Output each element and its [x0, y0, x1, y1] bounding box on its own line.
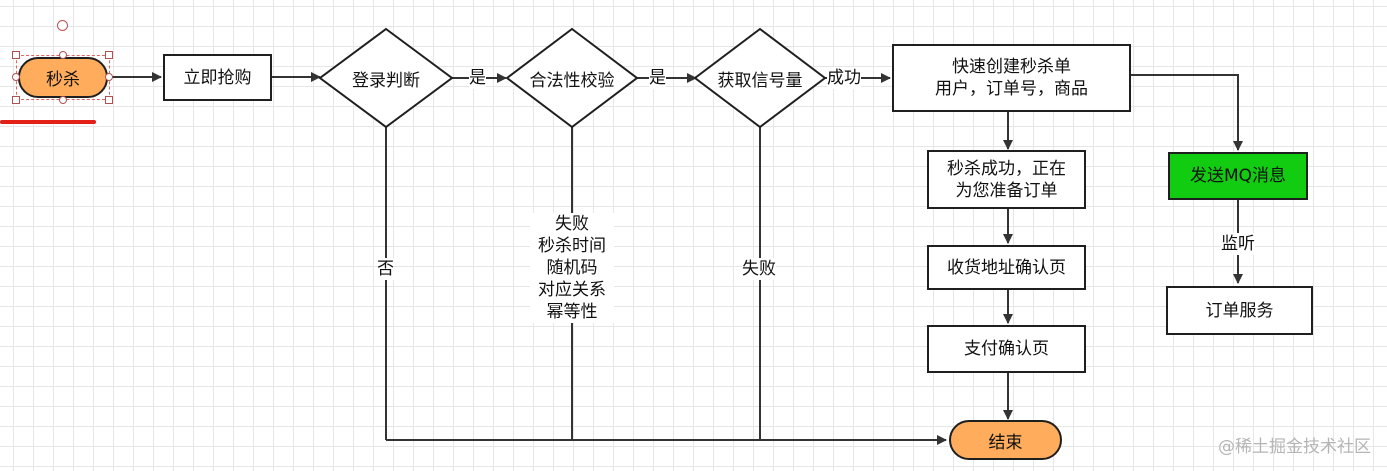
edge-label-validity-fail: 失败 秒杀时间 随机码 对应关系 幂等性: [530, 213, 614, 323]
edge-label-validity-yes: 是: [649, 67, 666, 89]
edge-create-to-mq: [1131, 74, 1243, 151]
rotate-handle[interactable]: [57, 20, 68, 31]
selection-underline: [0, 120, 96, 124]
edge-label-login-no: 否: [377, 258, 394, 280]
decision-login-shape: [318, 27, 454, 129]
send-mq-node[interactable]: 发送MQ消息: [1168, 152, 1308, 200]
resize-handle-tm[interactable]: [59, 51, 67, 59]
resize-handle-ml[interactable]: [12, 73, 20, 81]
resize-handle-mr[interactable]: [105, 73, 113, 81]
order-service-node[interactable]: 订单服务: [1166, 286, 1313, 335]
edge-label-listen: 监听: [1221, 233, 1255, 255]
resize-handle-tl[interactable]: [12, 51, 20, 59]
decision-semaphore-shape: [693, 27, 827, 129]
watermark: @稀土掘金技术社区: [1218, 437, 1371, 457]
selection-box: [16, 55, 110, 100]
edge-label-login-yes: 是: [469, 67, 486, 89]
edge-label-semaphore-fail: 失败: [742, 258, 776, 280]
login-check-label[interactable]: 登录判断: [352, 70, 420, 91]
semaphore-label[interactable]: 获取信号量: [717, 70, 803, 91]
address-confirm-node[interactable]: 收货地址确认页: [927, 245, 1086, 290]
validity-check-label[interactable]: 合法性校验: [529, 70, 615, 91]
buy-now-node[interactable]: 立即抢购: [163, 54, 272, 101]
resize-handle-br[interactable]: [105, 96, 113, 104]
edge-label-semaphore-success: 成功: [827, 67, 861, 89]
success-preparing-node[interactable]: 秒杀成功，正在 为您准备订单: [927, 150, 1086, 209]
decision-validity-shape: [505, 27, 639, 129]
create-order-node[interactable]: 快速创建秒杀单 用户，订单号，商品: [892, 44, 1131, 112]
resize-handle-bl[interactable]: [12, 96, 20, 104]
end-node[interactable]: 结束: [949, 420, 1062, 460]
resize-handle-bm[interactable]: [59, 96, 67, 104]
payment-confirm-node[interactable]: 支付确认页: [927, 325, 1086, 373]
resize-handle-tr[interactable]: [105, 51, 113, 59]
